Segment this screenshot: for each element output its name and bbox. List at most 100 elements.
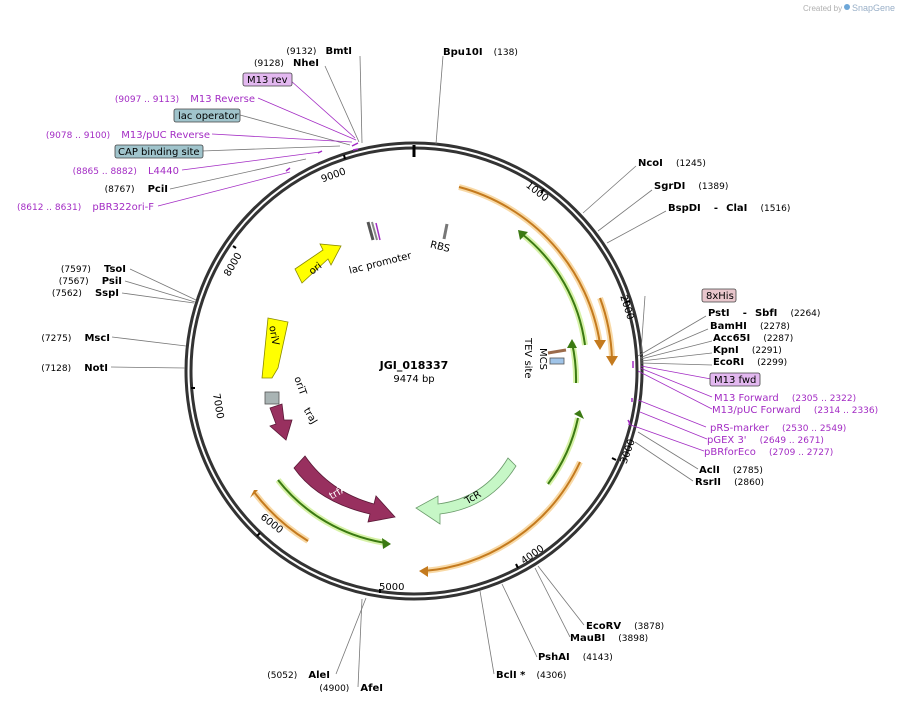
leader-pbr322ori	[157, 171, 291, 207]
enzyme-bamhi-pos: (2278)	[760, 322, 790, 332]
rbs-feature	[442, 223, 449, 240]
orf-arc-4-head	[250, 490, 258, 498]
enzyme-rsrii-name: RsrII	[695, 477, 721, 488]
lac-promoter-mark-1	[366, 221, 375, 241]
leader-m13fwd	[640, 365, 712, 380]
primer-l4440-pos: (8865 .. 8882)	[73, 167, 137, 177]
leader-prs	[637, 399, 707, 428]
orf-arc-8-head	[382, 538, 391, 549]
enzyme-bcli: BclI * (4306)	[496, 663, 566, 682]
lac-promoter-label: lac promoter	[348, 250, 414, 276]
primer-prs-marker: pRS-marker (2530 .. 2549)	[710, 416, 846, 435]
leader-rsrii	[634, 441, 694, 482]
rbs-label: RBS	[429, 239, 451, 255]
enzyme-acli-name: AclI	[699, 465, 720, 476]
enzyme-ecorv-pos: (3878)	[634, 622, 664, 632]
enzyme-clai-name: ClaI	[726, 203, 747, 214]
primer-pgex3-name: pGEX 3'	[707, 435, 747, 446]
mcs-label: MCS	[537, 348, 548, 370]
enzyme-sspi-pos: (7562)	[52, 289, 82, 299]
enzyme-kpni: KpnI (2291)	[713, 338, 782, 357]
lac-promoter-mark-2	[371, 221, 378, 241]
orf-arcs-orange	[250, 184, 618, 577]
plasmid-name: JGI_018337	[379, 359, 449, 372]
primer-l4440: (8865 .. 8882) L4440	[73, 159, 179, 178]
tick-label-5000: 5000	[379, 582, 404, 593]
enzyme-sgrdi-name: SgrDI	[654, 181, 685, 192]
enzyme-acc65i-pos: (2287)	[763, 334, 793, 344]
primer-pbrforeco-name: pBRforEco	[704, 447, 756, 458]
tick-label-2000: 2000	[617, 294, 635, 322]
tick-4000	[515, 563, 519, 569]
oriv-feature	[261, 317, 289, 379]
tick-label-8000: 8000	[222, 251, 244, 279]
enzyme-psti: PstI - SbfI (2264)	[708, 301, 820, 320]
leader-lines	[110, 55, 713, 688]
mark-pbr322	[285, 167, 291, 172]
mark-l4440	[317, 150, 323, 154]
lac-operator-label: lac operator	[178, 111, 239, 122]
primer-m13forward-pos: (2305 .. 2322)	[792, 394, 856, 404]
enzyme-noti-pos: (7128)	[41, 364, 71, 374]
enzyme-rsrii-pos: (2860)	[734, 478, 764, 488]
leader-bpu10i	[435, 55, 444, 145]
enzyme-bamhi: BamHI (2278)	[710, 314, 790, 333]
orf-arc-7-head	[574, 410, 584, 419]
leader-pcii	[169, 158, 307, 190]
enzyme-noti-name: NotI	[84, 363, 108, 374]
enzyme-alei-name: AleI	[308, 670, 330, 681]
m13fwd-box	[709, 372, 761, 387]
leader-maubi	[534, 567, 571, 638]
enzyme-ecorv-name: EcoRV	[586, 621, 621, 632]
leader-sspi	[121, 292, 195, 304]
tick-3000	[611, 457, 617, 461]
enzyme-bmti: (9132) BmtI	[286, 39, 352, 58]
mark-m13rev	[351, 142, 359, 147]
tick-1000	[540, 188, 545, 194]
enzyme-pshai: PshAI (4143)	[538, 645, 613, 664]
enzyme-tsoi-pos: (7597)	[61, 265, 91, 275]
leader-tsoi	[129, 268, 197, 301]
leader-cap	[201, 145, 341, 152]
enzyme-bamhi-name: BamHI	[710, 321, 747, 332]
leader-his	[640, 295, 646, 353]
primer-m13puc-reverse-pos: (9078 .. 9100)	[46, 131, 110, 141]
orf-arc-5-head	[518, 230, 528, 240]
enzyme-pcii-name: PciI	[148, 184, 168, 195]
leader-lacop	[239, 114, 351, 146]
enzyme-bmti-pos: (9132)	[286, 47, 316, 57]
orf-arc-7	[547, 417, 579, 485]
enzyme-msci: (7275) MscI	[41, 326, 110, 345]
mark-pbr	[627, 419, 631, 425]
ori-feature	[294, 243, 342, 284]
his-label: 8xHis	[706, 291, 734, 302]
enzyme-nhei-name: NheI	[293, 58, 319, 69]
leader-alei	[335, 597, 367, 675]
enzyme-afei-pos: (4900)	[319, 684, 349, 694]
enzyme-maubi-name: MauBI	[570, 633, 605, 644]
enzyme-tsoi-name: TsoI	[104, 264, 126, 275]
m13fwd-label: M13 fwd	[714, 375, 756, 386]
lac-operator-box	[173, 108, 241, 123]
primer-pbrforeco: pBRforEco (2709 .. 2727)	[704, 440, 833, 459]
enzyme-bcli-name: BclI *	[496, 670, 526, 681]
cap-box	[114, 144, 204, 159]
enzyme-ncoi-pos: (1245)	[676, 159, 706, 169]
primer-m13puc-forward-pos: (2314 .. 2336)	[814, 406, 878, 416]
enzyme-nhei-pos: (9128)	[254, 59, 284, 69]
orf-arc-4	[253, 491, 309, 542]
enzyme-sgrdi-pos: (1389)	[698, 182, 728, 192]
leader-psti	[637, 315, 707, 357]
orf-arc-5-glow	[520, 231, 588, 346]
trfa-feature	[293, 455, 396, 523]
inner-features: ori lac promoter RBS TEV site MCS oriV o…	[261, 221, 567, 525]
leader-m13forward	[639, 367, 713, 398]
enzyme-pshai-name: PshAI	[538, 652, 570, 663]
primer-m13puc-reverse-name: M13/pUC Reverse	[121, 130, 210, 141]
leader-pbrforeco	[627, 423, 705, 452]
orf-arc-6-head	[567, 339, 577, 348]
orf-arc-5	[521, 233, 586, 346]
plasmid-size: 9474 bp	[393, 374, 434, 385]
primer-pbrforeco-pos: (2709 .. 2727)	[769, 448, 833, 458]
enzyme-psti-sep: -	[743, 308, 747, 319]
